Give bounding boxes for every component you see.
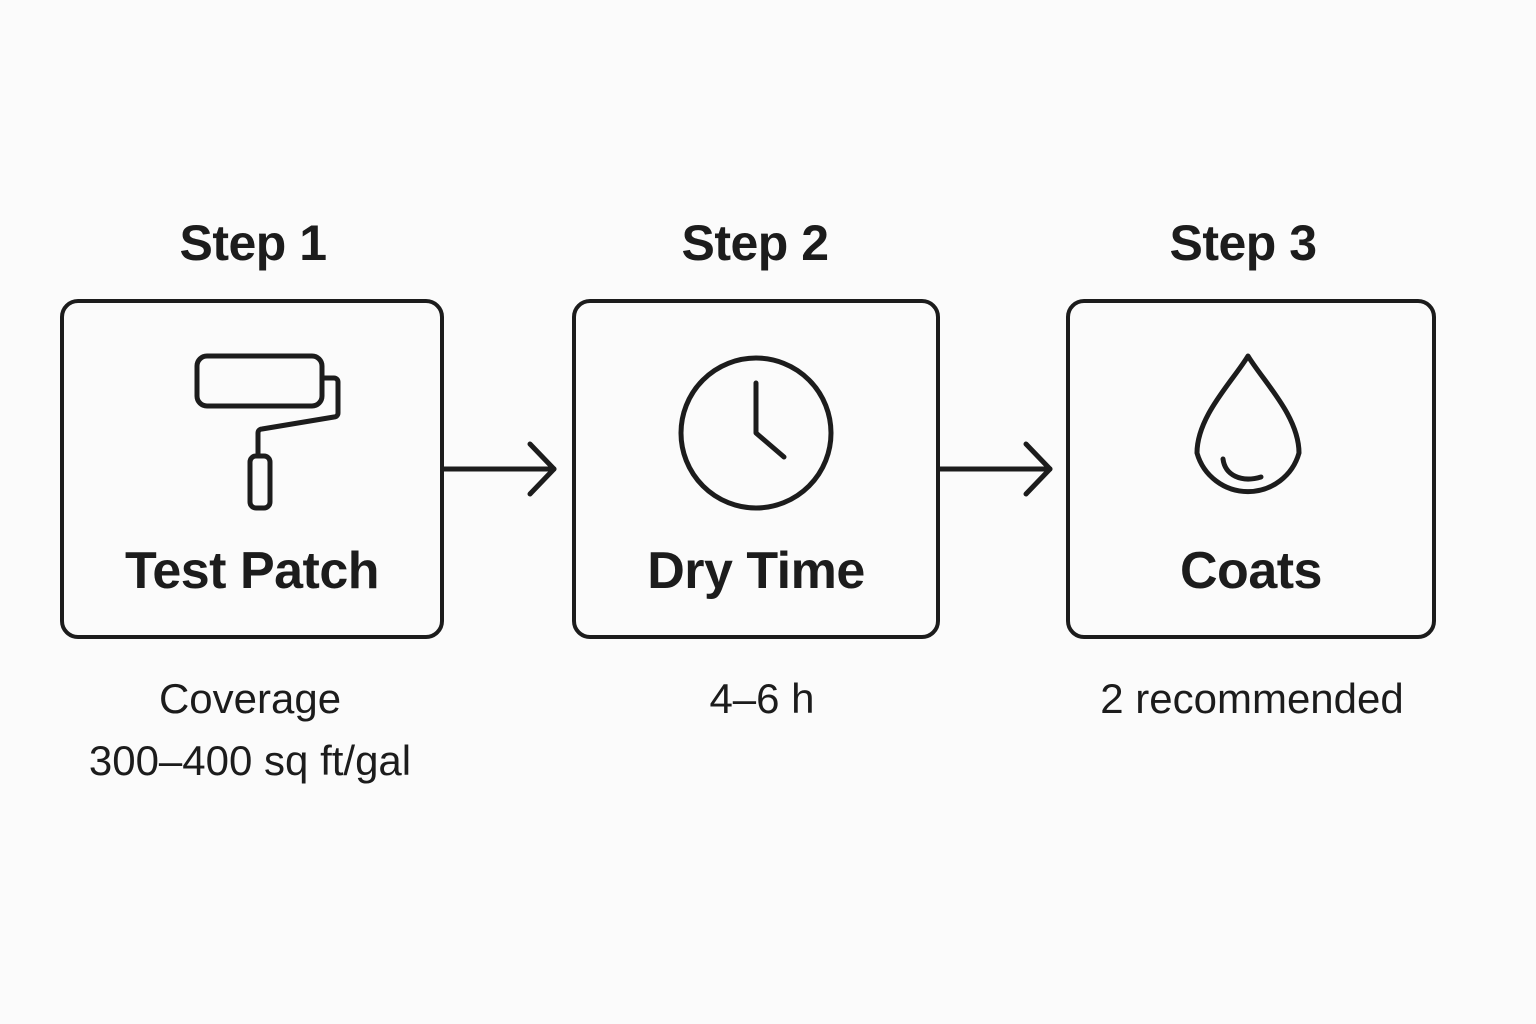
step-2-detail-line-1: 4–6 h: [709, 675, 815, 722]
step-3-detail: 2 recommended: [1052, 668, 1452, 730]
clock-icon: [576, 341, 936, 521]
arrow-right-icon: [441, 438, 560, 507]
water-drop-icon: [1070, 341, 1432, 521]
step-2-heading: Step 2: [681, 215, 829, 271]
step-2-box: Dry Time: [572, 299, 940, 639]
step-1-detail-line-2: 300–400 sq ft/gal: [88, 737, 412, 784]
step-2-detail: 4–6 h: [572, 668, 952, 730]
step-3-heading: Step 3: [1169, 215, 1317, 271]
step-3-detail-line-1: 2 recommended: [1100, 675, 1404, 722]
step-1-heading: Step 1: [179, 215, 327, 271]
step-1-box: Test Patch: [60, 299, 444, 639]
arrow-right-icon: [937, 438, 1056, 507]
step-2-title: Dry Time: [647, 542, 865, 600]
paint-roller-icon: [64, 341, 440, 521]
step-1-title: Test Patch: [124, 542, 380, 600]
step-3-box: Coats: [1066, 299, 1436, 639]
step-1-detail-line-1: Coverage: [158, 675, 342, 722]
step-1-detail: Coverage 300–400 sq ft/gal: [40, 668, 460, 792]
step-3-title: Coats: [1180, 542, 1322, 600]
